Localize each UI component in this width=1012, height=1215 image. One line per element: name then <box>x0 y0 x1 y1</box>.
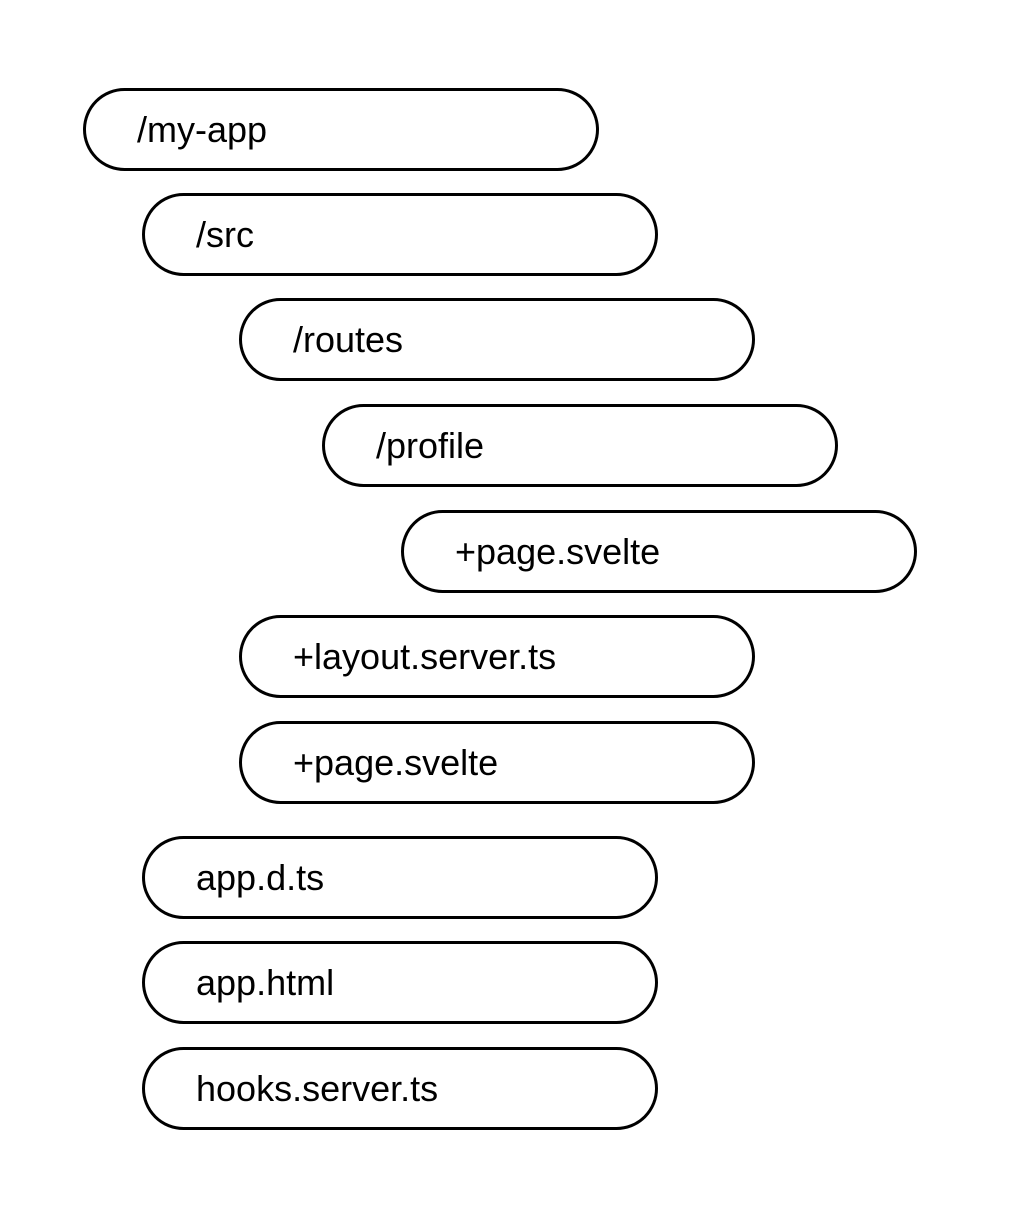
tree-node-app-html: app.html <box>142 941 658 1024</box>
tree-node-label: /my-app <box>137 108 268 150</box>
tree-node-label: /routes <box>293 318 404 360</box>
tree-node-my-app-folder: /my-app <box>83 88 599 171</box>
tree-node-label: app.d.ts <box>196 856 325 898</box>
tree-node-label: hooks.server.ts <box>196 1067 439 1109</box>
tree-node-label: /src <box>196 213 254 255</box>
tree-node-profile-folder: /profile <box>322 404 838 487</box>
tree-node-label: +page.svelte <box>293 741 499 783</box>
tree-node-app-d-ts: app.d.ts <box>142 836 658 919</box>
tree-node-label: +layout.server.ts <box>293 635 557 677</box>
tree-node-src-folder: /src <box>142 193 658 276</box>
tree-node-label: /profile <box>376 424 485 466</box>
tree-node-label: app.html <box>196 961 335 1003</box>
tree-node-label: +page.svelte <box>455 530 661 572</box>
tree-node-layout-server-ts: +layout.server.ts <box>239 615 755 698</box>
tree-node-hooks-server-ts: hooks.server.ts <box>142 1047 658 1130</box>
tree-node-profile-page-svelte: +page.svelte <box>401 510 917 593</box>
tree-node-routes-page-svelte: +page.svelte <box>239 721 755 804</box>
tree-node-routes-folder: /routes <box>239 298 755 381</box>
